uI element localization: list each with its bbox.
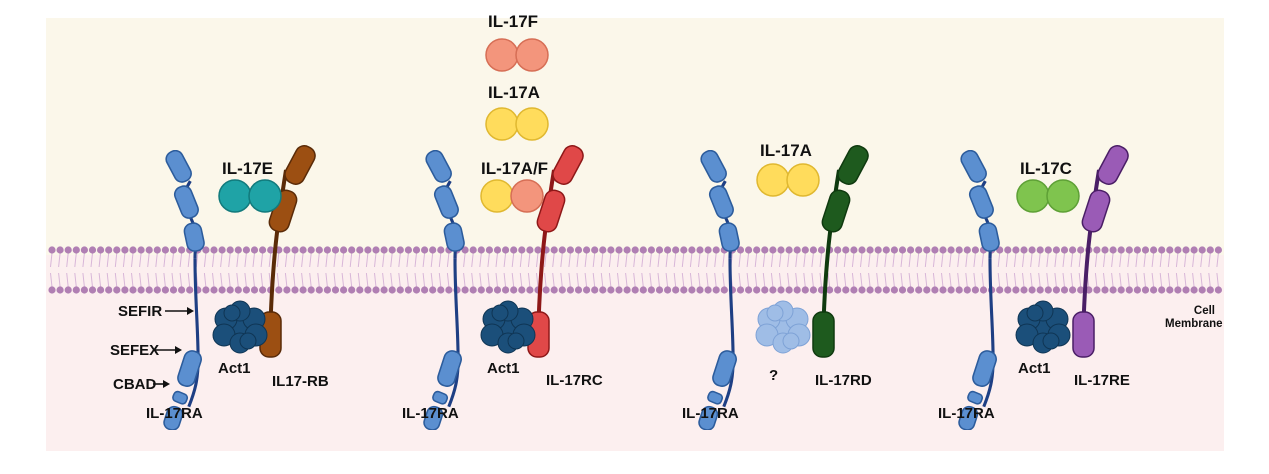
complex-4-partner-label: IL-17RE xyxy=(1074,372,1130,389)
extracellular-space xyxy=(46,18,1224,255)
free-il17a-dimer-icon xyxy=(485,107,549,141)
partner-outer-domain-icon xyxy=(1097,145,1129,185)
complex-1 xyxy=(160,145,316,430)
complex-3 xyxy=(695,145,869,430)
act1-adaptor-icon xyxy=(480,300,536,354)
complex-3-adaptor-label: ? xyxy=(769,367,779,384)
complex-2 xyxy=(420,145,584,430)
cytokine-dimer-icon xyxy=(756,163,820,197)
cytokine-dimer-icon xyxy=(218,179,282,213)
complex-4-receptor-label: IL-17RA xyxy=(938,405,995,422)
sefex-label: SEFEX xyxy=(110,342,160,359)
partner-outer-domain-icon xyxy=(552,145,584,185)
cytokine-dimer-icon xyxy=(1016,179,1080,213)
complex-1-adaptor-label: Act1 xyxy=(218,360,251,377)
complex-1-receptor-label: IL-17RA xyxy=(146,405,203,422)
cell-membrane-label: Cell Membrane xyxy=(1165,305,1223,331)
partner-outer-domain-icon xyxy=(284,145,316,185)
act1-adaptor-icon xyxy=(755,300,811,354)
cbad-arrow-icon xyxy=(153,380,170,388)
free-ligand-label-il17a: IL-17A xyxy=(488,83,540,102)
complex-1-partner-label: IL17-RB xyxy=(272,373,329,390)
complex-3-partner-label: IL-17RD xyxy=(815,372,872,389)
complex-1-ligand-label: IL-17E xyxy=(222,159,274,178)
cbad-label: CBAD xyxy=(113,376,157,393)
act1-adaptor-icon xyxy=(212,300,268,354)
partner-outer-domain-icon xyxy=(837,145,869,185)
sefex-arrow-icon xyxy=(153,346,182,354)
complex-3-receptor-label: IL-17RA xyxy=(682,405,739,422)
complex-2-receptor-label: IL-17RA xyxy=(402,405,459,422)
complex-2-ligand-label: IL-17A/F xyxy=(481,159,549,178)
partner-inner-domain-icon xyxy=(536,189,566,233)
membrane-bilayer-icon xyxy=(50,252,53,268)
complex-4-ligand-label: IL-17C xyxy=(1020,159,1072,178)
cytokine-dimer-icon xyxy=(480,179,544,213)
sefir-arrow-icon xyxy=(165,307,194,315)
partner-intracellular-domain-icon xyxy=(1072,311,1095,358)
act1-adaptor-icon xyxy=(1015,300,1071,354)
complex-2-partner-label: IL-17RC xyxy=(546,372,603,389)
partner-inner-domain-icon xyxy=(821,189,851,233)
complex-2-adaptor-label: Act1 xyxy=(487,360,520,377)
complex-3-ligand-label: IL-17A xyxy=(760,141,812,160)
free-ligand-label-il17f: IL-17F xyxy=(488,12,539,31)
free-il17f-dimer-icon xyxy=(485,38,549,72)
partner-inner-domain-icon xyxy=(1081,189,1111,233)
complex-4-adaptor-label: Act1 xyxy=(1018,360,1051,377)
sefir-label: SEFIR xyxy=(118,303,163,320)
partner-intracellular-domain-icon xyxy=(812,311,835,358)
complex-4 xyxy=(955,145,1129,430)
